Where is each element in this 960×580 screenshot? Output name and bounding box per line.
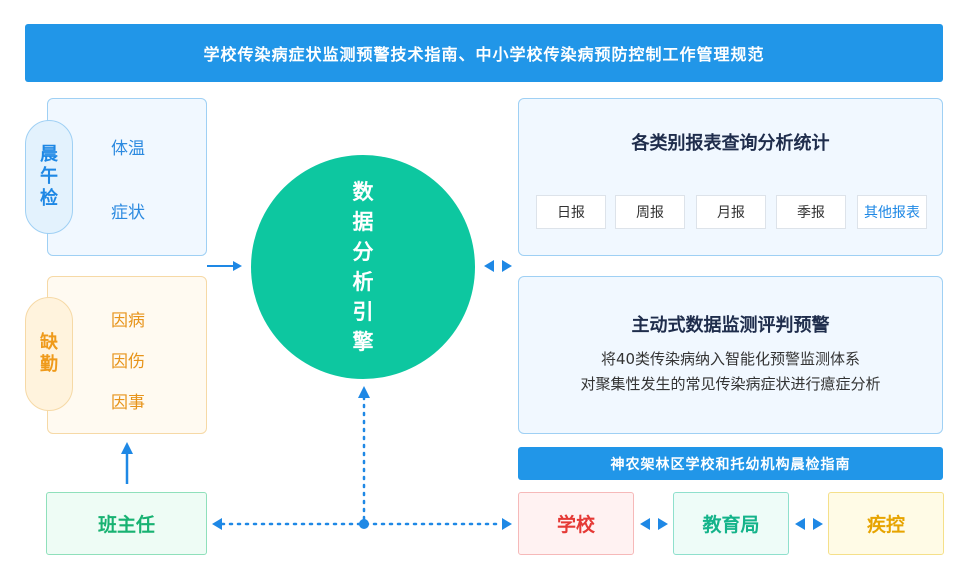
cdc-box: 疾控: [828, 492, 944, 555]
data-engine-label: 数据分析引擎: [352, 180, 374, 354]
report-monthly-button[interactable]: 月报: [696, 195, 766, 229]
header-banner: 学校传染病症状监测预警技术指南、中小学校传染病预防控制工作管理规范: [25, 24, 943, 82]
arrow-engine-right-bidirectional: [484, 260, 512, 272]
absence-badge: 缺勤: [25, 297, 73, 411]
report-daily-button[interactable]: 日报: [536, 195, 606, 229]
data-engine-circle: 数据分析引擎: [251, 155, 475, 379]
header-title: 学校传染病症状监测预警技术指南、中小学校传染病预防控制工作管理规范: [203, 45, 765, 64]
dotted-connector-bottom: [212, 386, 512, 530]
arrow-education-cdc: [795, 518, 823, 530]
morning-check-panel: 体温 症状: [47, 98, 207, 256]
school-box: 学校: [518, 492, 634, 555]
report-weekly-button[interactable]: 周报: [615, 195, 685, 229]
absence-panel: 因病 因伤 因事: [47, 276, 207, 434]
morning-check-item-symptom: 症状: [111, 203, 145, 223]
report-other-button[interactable]: 其他报表: [857, 195, 927, 229]
warning-title: 主动式数据监测评判预警: [631, 315, 830, 336]
guide-title: 神农架林区学校和托幼机构晨检指南: [610, 456, 851, 473]
arrow-teacher-to-absence: [121, 442, 133, 484]
morning-check-badge: 晨午检: [25, 120, 73, 234]
guide-banner: 神农架林区学校和托幼机构晨检指南: [518, 447, 943, 480]
absence-item-personal: 因事: [111, 393, 145, 413]
report-quarterly-button[interactable]: 季报: [776, 195, 846, 229]
reports-panel: 各类别报表查询分析统计 日报 周报 月报 季报 其他报表: [518, 98, 943, 256]
warning-line-2: 对聚集性发生的常见传染病症状进行癔症分析: [580, 375, 881, 393]
absence-item-illness: 因病: [111, 311, 145, 331]
arrow-panels-to-engine: [207, 261, 242, 271]
teacher-box: 班主任: [46, 492, 207, 555]
reports-title: 各类别报表查询分析统计: [631, 133, 830, 154]
arrow-school-education: [640, 518, 668, 530]
morning-check-item-temperature: 体温: [111, 139, 145, 159]
absence-item-injury: 因伤: [111, 352, 145, 372]
warning-line-1: 将40类传染病纳入智能化预警监测体系: [600, 350, 861, 368]
warning-panel: 主动式数据监测评判预警 将40类传染病纳入智能化预警监测体系 对聚集性发生的常见…: [518, 276, 943, 434]
absence-badge-text: 缺勤: [40, 332, 58, 375]
education-bureau-box: 教育局: [673, 492, 789, 555]
morning-check-badge-text: 晨午检: [40, 144, 58, 209]
